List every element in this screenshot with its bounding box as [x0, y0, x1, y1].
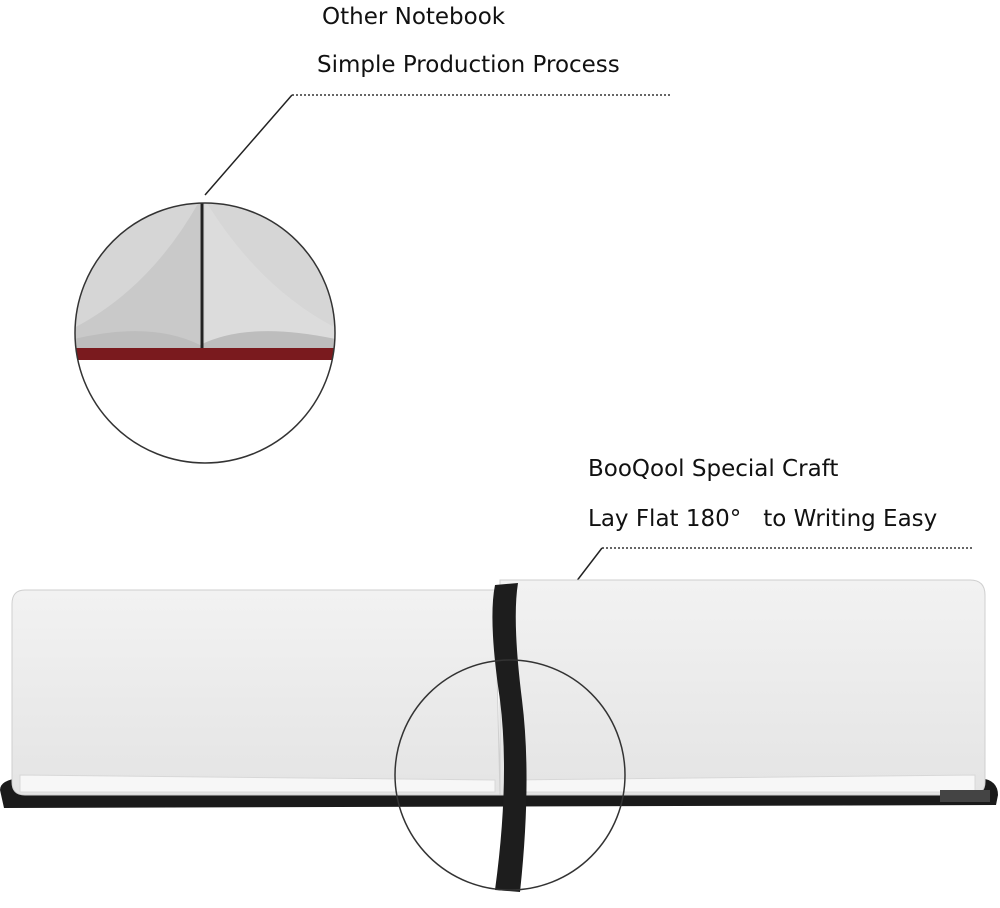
top-pointer-line: [204, 94, 293, 196]
top-callout-line2: Simple Production Process: [317, 52, 620, 78]
bottom-callout-line2: Lay Flat 180° to Writing Easy: [588, 506, 937, 532]
bottom-callout-line1: BooQool Special Craft: [588, 456, 838, 482]
other-notebook-closeup: [74, 202, 336, 464]
open-notebook: [0, 579, 998, 892]
left-page: [11, 589, 501, 796]
lay-flat-closeup-circle: [394, 659, 626, 891]
red-spine: [75, 348, 335, 360]
top-callout-line1: Other Notebook: [322, 4, 506, 30]
right-page: [499, 579, 986, 796]
